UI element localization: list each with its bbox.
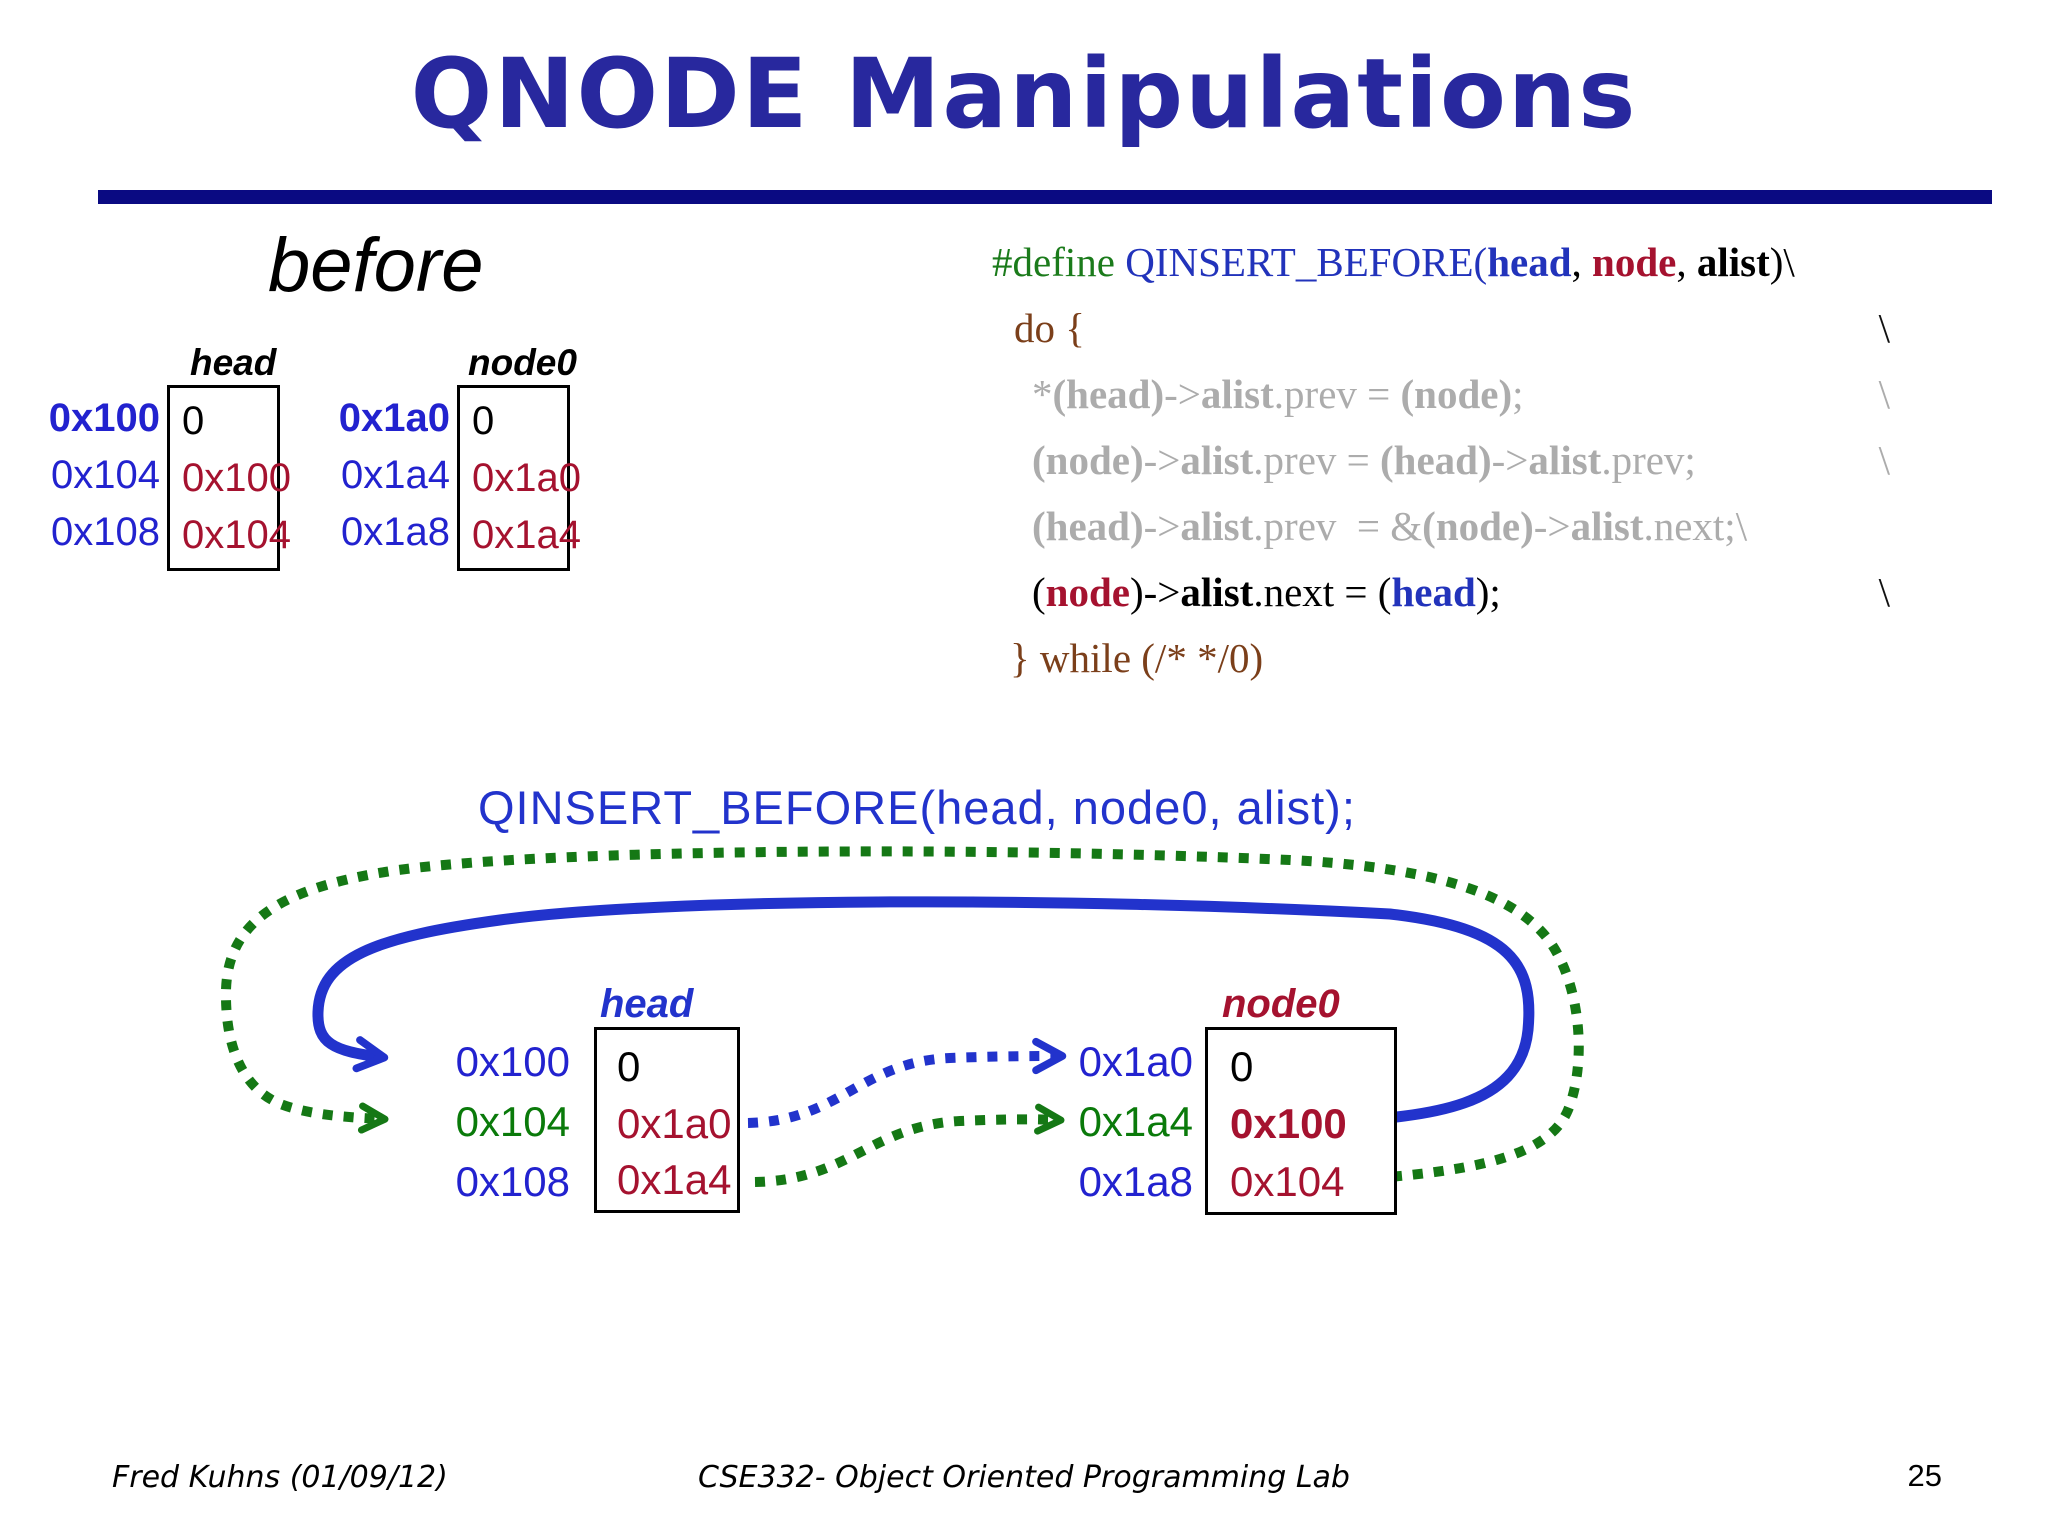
blue-dotted-pointer-arrow: [747, 1037, 1067, 1128]
memory-value: 0x100: [1230, 1100, 1347, 1148]
macro-definition-code: #define QINSERT_BEFORE(head, node, alist…: [992, 232, 1890, 694]
address-label: 0x1a8: [341, 510, 450, 554]
green-dotted-pointer-arrow: [754, 1103, 1065, 1187]
before-head-title: head: [190, 342, 277, 383]
before-node0-box: 0 0x1a0 0x1a4: [457, 385, 581, 571]
before-label: before: [268, 223, 484, 308]
before-node0-title: node0: [468, 342, 577, 383]
after-node0-title: node0: [1222, 982, 1340, 1026]
address-label: 0x104: [51, 453, 160, 497]
before-node0-addresses: 0x1a0 0x1a4 0x1a8: [330, 390, 450, 561]
memory-value: 0: [182, 399, 205, 443]
memory-value: 0: [1230, 1043, 1254, 1090]
memory-value: 0x104: [182, 513, 291, 557]
code-line: do {\: [1014, 305, 1890, 351]
footer-course: CSE332- Object Oriented Programming Lab: [698, 1460, 1350, 1495]
address-label: 0x1a4: [1078, 1098, 1193, 1145]
footer-author: Fred Kuhns (01/09/12): [112, 1460, 448, 1495]
code-line: (node)->alist.prev = (head)->alist.prev;…: [1032, 437, 1890, 483]
before-head-addresses: 0x100 0x104 0x108: [40, 390, 160, 561]
memory-value: 0: [617, 1043, 641, 1090]
after-head-title: head: [600, 982, 694, 1026]
after-node0-box: 0 0x100 0x104: [1205, 1027, 1397, 1215]
address-label: 0x108: [51, 510, 160, 554]
after-head-box: 0 0x1a0 0x1a4: [594, 1027, 740, 1213]
address-label: 0x100: [455, 1038, 570, 1085]
address-label: 0x1a4: [341, 453, 450, 497]
after-node0-addresses: 0x1a0 0x1a4 0x1a8: [1043, 1032, 1193, 1212]
before-head-box: 0 0x100 0x104: [167, 385, 291, 571]
memory-value: 0x1a0: [617, 1099, 732, 1147]
macro-call: QINSERT_BEFORE(head, node0, alist);: [478, 781, 1356, 834]
memory-value: 0x1a4: [472, 513, 581, 557]
page-title: QNODE Manipulations: [410, 38, 1638, 150]
code-line: #define QINSERT_BEFORE(head, node, alist…: [992, 239, 1795, 285]
title-rule: [98, 190, 1992, 204]
address-label: 0x1a8: [1078, 1158, 1193, 1205]
memory-value: 0x1a4: [617, 1156, 732, 1204]
address-label: 0x1a0: [338, 396, 450, 440]
address-label: 0x108: [455, 1158, 570, 1205]
after-head-addresses: 0x100 0x104 0x108: [420, 1032, 570, 1212]
memory-value: 0: [472, 399, 495, 443]
address-label: 0x104: [455, 1098, 570, 1145]
code-line: } while (/* */0): [1010, 635, 1264, 681]
address-label: 0x1a0: [1078, 1038, 1193, 1085]
code-line: (node)->alist.next = (head);\: [1032, 569, 1890, 615]
address-label: 0x100: [48, 396, 160, 440]
memory-value: 0x1a0: [472, 456, 581, 500]
footer-page-number: 25: [1907, 1458, 1942, 1493]
code-line: *(head)->alist.prev = (node);\: [1032, 371, 1890, 417]
code-line: (head)->alist.prev = &(node)->alist.next…: [1032, 503, 1748, 549]
memory-value: 0x100: [182, 456, 291, 500]
memory-value: 0x104: [1230, 1157, 1345, 1205]
